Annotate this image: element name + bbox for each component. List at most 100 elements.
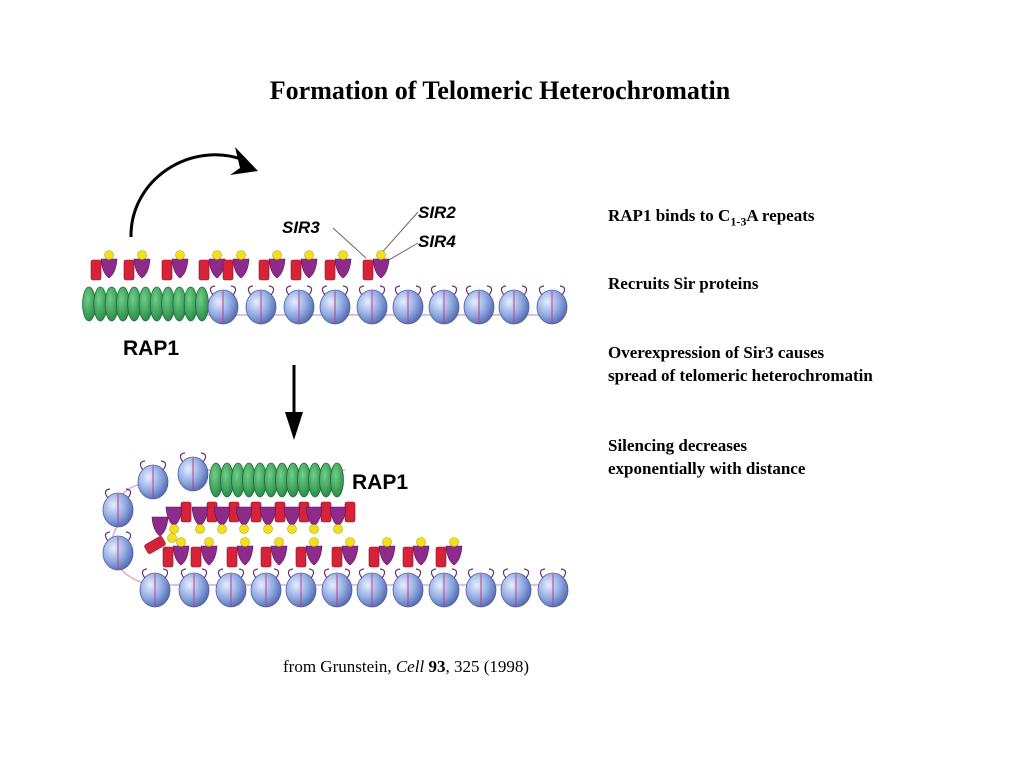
page-title: Formation of Telomeric Heterochromatin	[269, 76, 731, 105]
sir3-protein	[226, 546, 238, 568]
sir4-label: SIR4	[418, 232, 456, 251]
sir3-protein	[260, 546, 272, 568]
sir2-protein	[212, 250, 222, 260]
dna-loop	[209, 285, 237, 296]
sir2-protein	[176, 537, 186, 547]
rap1-protein	[330, 462, 344, 498]
dna-loop	[104, 488, 132, 499]
sir2-pointer-line	[377, 211, 419, 258]
dna-loop	[465, 285, 493, 296]
sir4-protein	[236, 545, 254, 566]
sir2-protein	[169, 524, 179, 534]
sir3-protein	[250, 501, 262, 523]
sir2-protein	[137, 250, 147, 260]
sir2-protein	[333, 524, 343, 534]
sir3-protein	[222, 259, 234, 281]
bullet-rap1-binds-prefix: RAP1 binds to C	[608, 206, 731, 225]
sir3-protein	[162, 546, 174, 568]
dna-loop	[321, 285, 349, 296]
dna-loop	[502, 568, 530, 579]
sir2-protein	[167, 533, 177, 543]
sir4-protein	[213, 506, 231, 527]
citation: from Grunstein, Cell 93, 325 (1998)	[283, 657, 529, 677]
sir3-protein	[90, 259, 102, 281]
dna-loop	[358, 285, 386, 296]
dna-loop	[323, 568, 351, 579]
dna-loop	[104, 531, 132, 542]
bullet-silencing-line2: exponentially with distance	[608, 459, 806, 478]
sir2-protein	[345, 537, 355, 547]
sir3-protein	[331, 546, 343, 568]
sir2-protein	[274, 537, 284, 547]
citation-journal: Cell	[395, 657, 425, 676]
sir4-protein	[270, 545, 288, 566]
dna-loop	[358, 568, 386, 579]
sir3-protein	[274, 501, 286, 523]
bullet-silencing-line1: Silencing decreases	[608, 436, 747, 455]
bullet-recruits-sir: Recruits Sir proteins	[608, 274, 759, 293]
sir2-protein	[287, 524, 297, 534]
sir2-protein	[263, 524, 273, 534]
dna-loop	[467, 568, 495, 579]
sir2-protein	[272, 250, 282, 260]
citation-suffix: , 325 (1998)	[445, 657, 530, 676]
citation-prefix: from Grunstein,	[283, 657, 396, 676]
sir3-protein	[123, 259, 135, 281]
sir3-protein	[324, 259, 336, 281]
sir3-pointer-line	[332, 227, 367, 259]
sir2-protein	[304, 250, 314, 260]
sir4-protein	[232, 258, 250, 279]
dna-loop	[287, 568, 315, 579]
sir2-protein	[309, 537, 319, 547]
sir4-protein	[100, 258, 118, 279]
sir2-protein	[236, 250, 246, 260]
sir2-protein	[204, 537, 214, 547]
sir4-protein	[259, 506, 277, 527]
sir4-protein	[372, 258, 390, 279]
sir4-protein	[305, 545, 323, 566]
dna-loop	[394, 568, 422, 579]
sir4-protein	[341, 545, 359, 566]
sir2-protein	[376, 250, 386, 260]
recruitment-curved-arrow	[129, 153, 245, 238]
rap1-label-bottom: RAP1	[352, 471, 408, 494]
sir2-protein	[104, 250, 114, 260]
sir3-protein	[190, 546, 202, 568]
sir4-protein	[151, 516, 169, 537]
sir3-protein	[258, 259, 270, 281]
dna-loop	[430, 285, 458, 296]
sir4-protein	[378, 545, 396, 566]
sir4-protein	[412, 545, 430, 566]
sir2-protein	[449, 537, 459, 547]
dna-loop	[500, 285, 528, 296]
sir2-protein	[338, 250, 348, 260]
sir3-protein	[180, 501, 192, 523]
bullet-silencing: Silencing decreases exponentially with d…	[608, 434, 805, 480]
sir3-protein	[362, 259, 374, 281]
sir4-protein	[235, 506, 253, 527]
sir3-protein	[198, 259, 210, 281]
sir3-protein	[320, 501, 332, 523]
dna-loop	[252, 568, 280, 579]
sir4-protein	[334, 258, 352, 279]
dna-loop	[285, 285, 313, 296]
curved-arrow-head	[230, 147, 258, 175]
dna-loop	[538, 285, 566, 296]
dna-loop	[394, 285, 422, 296]
bullet-overexpression-line2: spread of telomeric heterochromatin	[608, 366, 873, 385]
sir4-protein	[133, 258, 151, 279]
dna-strand-bottom	[110, 483, 568, 586]
rap1-protein	[195, 286, 209, 322]
citation-volume: 93	[428, 657, 446, 676]
sir4-protein	[172, 545, 190, 566]
sir3-protein	[290, 259, 302, 281]
dna-loop	[179, 452, 207, 463]
sir4-protein	[300, 258, 318, 279]
bullet-rap1-binds-subscript: 1-3	[730, 214, 747, 229]
sir3-protein	[435, 546, 447, 568]
sir3-protein	[344, 501, 356, 523]
bullet-overexpression: Overexpression of Sir3 causes spread of …	[608, 341, 873, 387]
bullet-rap1-binds-suffix: A repeats	[746, 206, 815, 225]
rap1-label-top: RAP1	[123, 337, 179, 360]
